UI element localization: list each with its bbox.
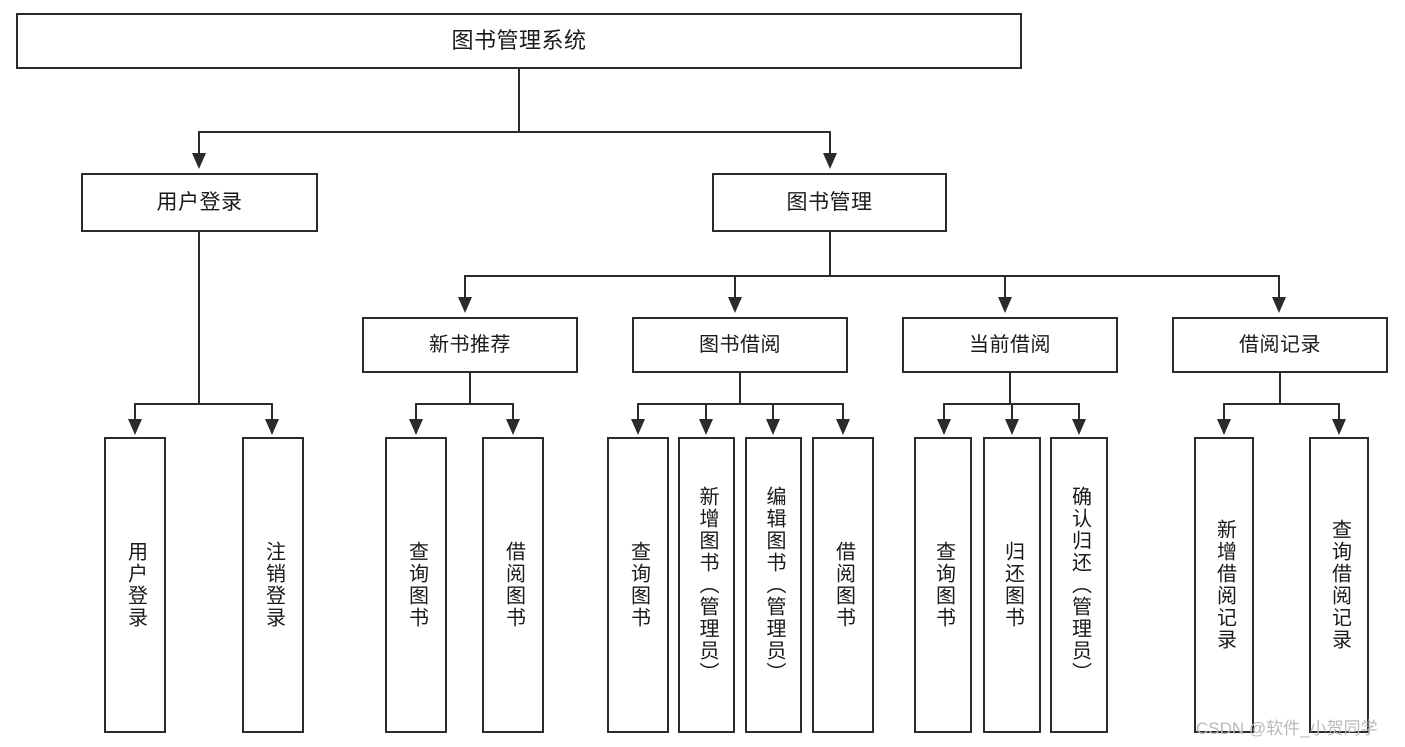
leaf-confirm-return-admin[interactable]: 确认归还（管理员） (1050, 437, 1108, 733)
leaf-query-borrow-record[interactable]: 查询借阅记录 (1309, 437, 1369, 733)
node-book-borrow[interactable]: 图书借阅 (632, 317, 848, 373)
leaf-label: 新增借阅记录 (1213, 519, 1236, 651)
node-borrow-record[interactable]: 借阅记录 (1172, 317, 1388, 373)
leaf-label: 新增图书（管理员） (696, 486, 718, 684)
connector-borrow-drop-4 (842, 403, 844, 421)
arrowhead-leaf-query-borrow-record (1332, 419, 1346, 435)
connector-book-mgmt-bus (464, 275, 1280, 277)
connector-record-bus (1223, 403, 1340, 405)
arrowhead-leaf-add-borrow-record (1217, 419, 1231, 435)
leaf-add-book-admin[interactable]: 新增图书（管理员） (678, 437, 735, 733)
arrowhead-leaf-query-book-recommend (409, 419, 423, 435)
arrowhead-leaf-user-login (128, 419, 142, 435)
connector-current-drop-3 (1078, 403, 1080, 421)
arrowhead-leaf-return-book (1005, 419, 1019, 435)
arrowhead-leaf-add-book-admin (699, 419, 713, 435)
leaf-label: 借阅图书 (832, 541, 855, 629)
connector-user-login-bus (134, 403, 272, 405)
connector-book-mgmt-drop-4 (1278, 275, 1280, 299)
arrowhead-leaf-borrow-book (836, 419, 850, 435)
node-current-borrow[interactable]: 当前借阅 (902, 317, 1118, 373)
connector-current-drop-1 (943, 403, 945, 421)
connector-root-to-user-login (198, 131, 200, 155)
connector-user-login-stem (198, 232, 200, 404)
connector-recommend-drop-1 (415, 403, 417, 421)
leaf-edit-book-admin[interactable]: 编辑图书（管理员） (745, 437, 802, 733)
connector-record-stem (1279, 373, 1281, 404)
connector-book-mgmt-stem (829, 232, 831, 276)
leaf-query-book-borrow[interactable]: 查询图书 (607, 437, 669, 733)
connector-recommend-stem (469, 373, 471, 404)
arrowhead-borrow-record (1272, 297, 1286, 313)
connector-record-drop-1 (1223, 403, 1225, 421)
node-label: 借阅记录 (1239, 334, 1321, 356)
connector-recommend-drop-2 (512, 403, 514, 421)
leaf-label: 注销登录 (262, 541, 285, 629)
leaf-label: 借阅图书 (502, 541, 525, 629)
arrowhead-leaf-confirm-return-admin (1072, 419, 1086, 435)
node-label: 用户登录 (156, 190, 243, 214)
arrowhead-book-borrow (728, 297, 742, 313)
connector-book-mgmt-drop-1 (464, 275, 466, 299)
arrowhead-leaf-query-book-current (937, 419, 951, 435)
leaf-label: 用户登录 (124, 541, 147, 629)
leaf-borrow-book[interactable]: 借阅图书 (812, 437, 874, 733)
leaf-label: 查询借阅记录 (1328, 519, 1351, 651)
arrowhead-leaf-query-book-borrow (631, 419, 645, 435)
arrowhead-leaf-edit-book-admin (766, 419, 780, 435)
connector-current-drop-2 (1011, 403, 1013, 421)
leaf-query-book-current[interactable]: 查询图书 (914, 437, 972, 733)
leaf-label: 查询图书 (932, 541, 955, 629)
connector-user-login-drop-1 (134, 403, 136, 421)
leaf-add-borrow-record[interactable]: 新增借阅记录 (1194, 437, 1254, 733)
arrowhead-root-to-book-mgmt (823, 153, 837, 169)
leaf-label: 编辑图书（管理员） (763, 486, 785, 684)
arrowhead-current-borrow (998, 297, 1012, 313)
connector-borrow-drop-3 (772, 403, 774, 421)
leaf-user-login[interactable]: 用户登录 (104, 437, 166, 733)
connector-root-stem (518, 69, 520, 132)
node-user-login[interactable]: 用户登录 (81, 173, 318, 232)
arrowhead-leaf-borrow-book-recommend (506, 419, 520, 435)
connector-user-login-drop-2 (271, 403, 273, 421)
arrowhead-root-to-user-login (192, 153, 206, 169)
connector-borrow-stem (739, 373, 741, 404)
leaf-label: 查询图书 (405, 541, 428, 629)
connector-borrow-drop-1 (637, 403, 639, 421)
connector-recommend-bus (415, 403, 513, 405)
leaf-return-book[interactable]: 归还图书 (983, 437, 1041, 733)
arrowhead-new-book-recommend (458, 297, 472, 313)
leaf-borrow-book-recommend[interactable]: 借阅图书 (482, 437, 544, 733)
connector-root-bus (198, 131, 830, 133)
leaf-query-book-recommend[interactable]: 查询图书 (385, 437, 447, 733)
connector-current-stem (1009, 373, 1011, 404)
connector-borrow-drop-2 (705, 403, 707, 421)
node-root-system[interactable]: 图书管理系统 (16, 13, 1022, 69)
leaf-label: 归还图书 (1001, 541, 1024, 629)
node-new-book-recommend[interactable]: 新书推荐 (362, 317, 578, 373)
arrowhead-leaf-logout (265, 419, 279, 435)
node-label: 图书借阅 (699, 334, 781, 356)
node-label: 图书管理 (786, 190, 873, 214)
node-book-management[interactable]: 图书管理 (712, 173, 947, 232)
connector-book-mgmt-drop-2 (734, 275, 736, 299)
connector-borrow-bus (637, 403, 843, 405)
connector-root-to-book-mgmt (829, 131, 831, 155)
node-label: 图书管理系统 (451, 27, 587, 53)
leaf-label: 确认归还（管理员） (1068, 486, 1091, 684)
leaf-label: 查询图书 (627, 541, 650, 629)
leaf-logout[interactable]: 注销登录 (242, 437, 304, 733)
connector-record-drop-2 (1338, 403, 1340, 421)
node-label: 新书推荐 (429, 334, 511, 356)
node-label: 当前借阅 (969, 334, 1051, 356)
connector-book-mgmt-drop-3 (1004, 275, 1006, 299)
